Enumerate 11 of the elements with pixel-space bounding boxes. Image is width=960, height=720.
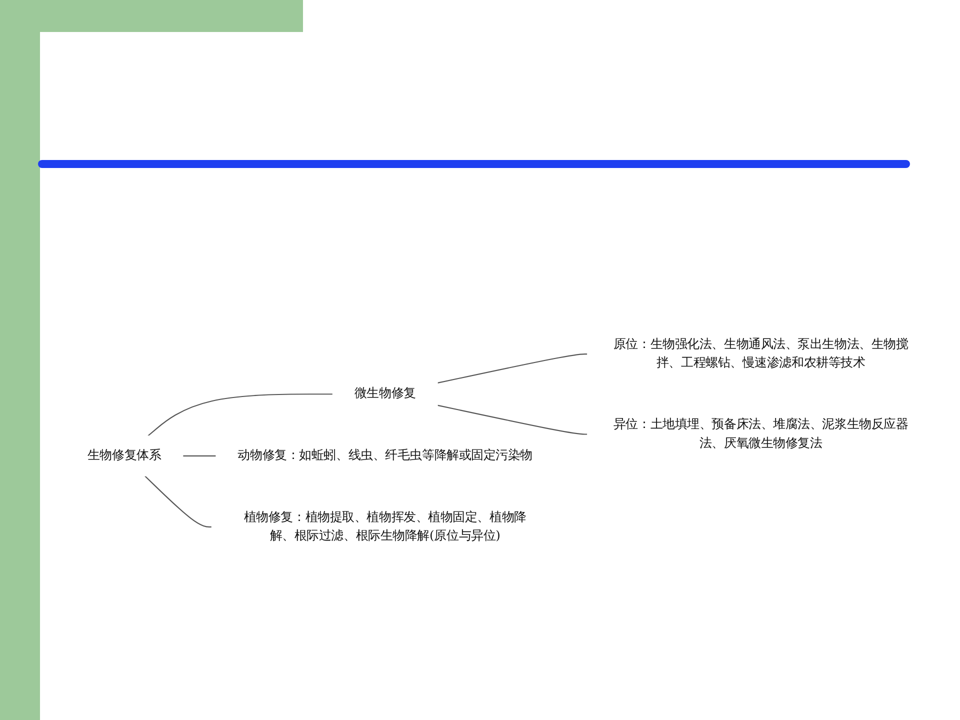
- node-text: 植物修复：植物提取、植物挥发、植物固定、植物降解、根际过滤、根际生物降解(原位与异位): [244, 509, 526, 542]
- node-text: 微生物修复: [354, 386, 416, 400]
- connector: [148, 393, 333, 436]
- connector: [437, 404, 588, 434]
- node-text: 原位：生物强化法、生物通风法、泵出生物法、生物搅拌、工程螺钻、慢速渗滤和农耕等技术: [613, 336, 908, 370]
- connector: [144, 475, 212, 527]
- connector: [182, 454, 216, 456]
- node-text: 动物修复：如蚯蚓、线虫、纤毛虫等降解或固定污染物: [238, 448, 533, 462]
- connector: [437, 353, 588, 384]
- node-text: 生物修复体系: [87, 448, 162, 462]
- node-text: 异位：土地填埋、预备床法、堆腐法、泥浆生物反应器法、厌氧微生物修复法: [613, 416, 908, 450]
